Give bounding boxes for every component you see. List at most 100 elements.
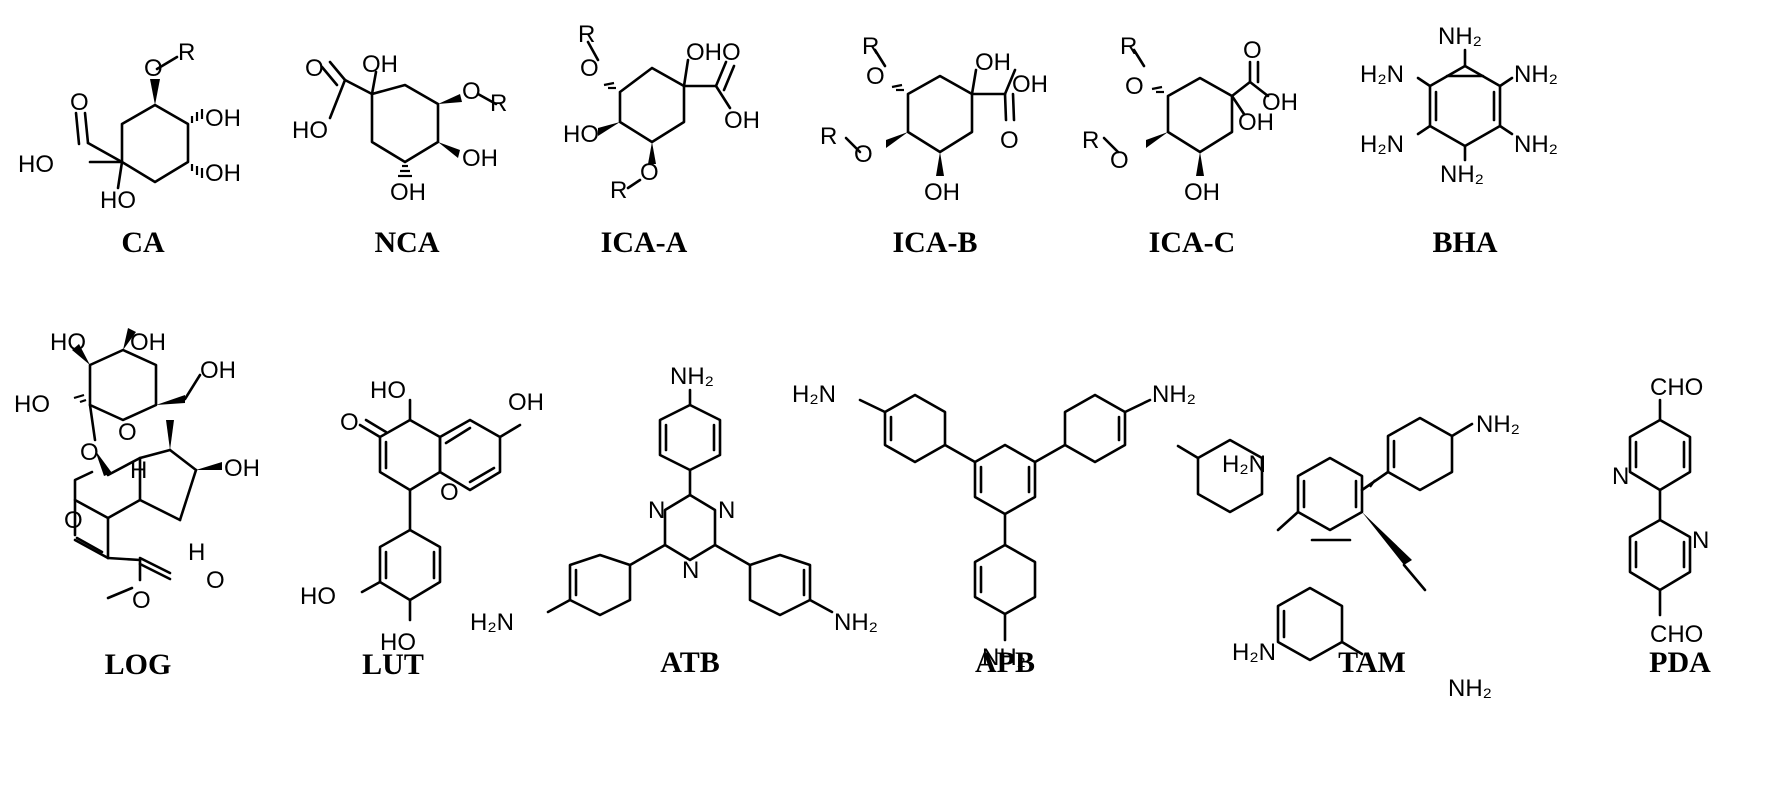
structure-ica-a: R O OH O OH HO O R ICA-A <box>563 21 760 259</box>
atom-r: R <box>820 123 837 150</box>
label-ica-a: ICA-A <box>601 226 688 259</box>
atom-nh2: NH₂ <box>834 609 878 636</box>
atom-nh2: NH₂ <box>1448 675 1492 702</box>
atom-o: O <box>854 141 873 168</box>
atom-o: O <box>866 63 885 90</box>
atom-oh: OH <box>1184 179 1220 206</box>
atom-cho: CHO <box>1650 621 1703 648</box>
structure-lut: HO O OH O HO HO LUT <box>300 377 544 681</box>
atom-h2n: H₂N <box>470 609 514 636</box>
atom-o: O <box>340 409 359 436</box>
atom-h2n: H₂N <box>792 381 836 408</box>
atom-nh2: NH₂ <box>1514 61 1558 88</box>
atom-oh: OH <box>390 179 426 206</box>
atom-cho: CHO <box>1650 374 1703 401</box>
label-bha: BHA <box>1432 226 1497 259</box>
atom-nh2: NH₂ <box>1514 131 1558 158</box>
atom-nh2: NH₂ <box>1476 411 1520 438</box>
atom-h: H <box>188 539 205 566</box>
atom-r: R <box>1120 33 1137 60</box>
atom-nh2: NH₂ <box>982 644 1026 671</box>
atom-oh: OH <box>130 329 166 356</box>
label-log: LOG <box>105 648 172 681</box>
structure-log: HO OH OH HO O O H OH O H O O LOG <box>14 328 260 681</box>
label-atb: ATB <box>660 646 719 679</box>
atom-oh: OH <box>362 51 398 78</box>
atom-ho: HO <box>292 117 328 144</box>
atom-nh2: NH₂ <box>1152 381 1196 408</box>
atom-o: O <box>722 39 741 66</box>
atom-n: N <box>648 497 665 524</box>
atom-h2n: H₂N <box>1232 639 1276 666</box>
atom-h2n: H₂N <box>1222 451 1266 478</box>
structure-bha: NH₂ NH₂ NH₂ NH₂ H₂N H₂N BHA <box>1360 23 1558 259</box>
atom-oh: OH <box>975 49 1011 76</box>
atom-oh: OH <box>462 145 498 172</box>
atom-n: N <box>1692 527 1709 554</box>
atom-h2n: H₂N <box>1360 131 1404 158</box>
atom-o: O <box>64 507 83 534</box>
atom-h: H <box>130 457 147 484</box>
atom-nh2: NH₂ <box>1438 23 1482 50</box>
atom-n: N <box>1612 463 1629 490</box>
atom-n: N <box>718 497 735 524</box>
atom-o: O <box>132 587 151 614</box>
label-ica-c: ICA-C <box>1149 226 1236 259</box>
atom-ho: HO <box>300 583 336 610</box>
structure-ca: O R O HO HO OH OH CA <box>18 39 241 259</box>
label-nca: NCA <box>375 226 440 259</box>
structure-nca: OH O HO O R OH OH NCA <box>292 51 507 259</box>
atom-oh: OH <box>1238 109 1274 136</box>
structure-ica-b: R O OH OH O R O OH ICA-B <box>820 33 1048 259</box>
atom-oh: OH <box>205 105 241 132</box>
atom-r: R <box>490 90 507 117</box>
structure-apb: H₂N NH₂ NH₂ APB <box>792 381 1196 679</box>
atom-oh: OH <box>508 389 544 416</box>
atom-oh: OH <box>686 39 722 66</box>
structure-atb: NH₂ N N N H₂N NH₂ ATB <box>470 363 878 679</box>
atom-o: O <box>580 55 599 82</box>
atom-o: O <box>462 78 481 105</box>
atom-h2n: H₂N <box>1360 61 1404 88</box>
atom-o: O <box>1125 73 1144 100</box>
atom-o: O <box>1243 37 1262 64</box>
atom-ho: HO <box>380 629 416 656</box>
atom-o: O <box>144 55 163 82</box>
atom-oh: OH <box>200 357 236 384</box>
label-ca: CA <box>121 226 165 259</box>
atom-ho: HO <box>14 391 50 418</box>
atom-oh: OH <box>1262 89 1298 116</box>
atom-oh: OH <box>1012 71 1048 98</box>
atom-nh2: NH₂ <box>1440 161 1484 188</box>
label-apb: APB <box>975 646 1035 679</box>
label-tam: TAM <box>1338 646 1406 679</box>
atom-ho: HO <box>563 121 599 148</box>
atom-o: O <box>80 439 99 466</box>
structure-ica-c: R O O OH OH R O OH ICA-C <box>1082 33 1298 259</box>
structure-tam: NH₂ H₂N H₂N NH₂ TAM <box>1176 411 1520 702</box>
atom-r: R <box>178 39 195 66</box>
atom-ho: HO <box>370 377 406 404</box>
atom-o: O <box>440 479 459 506</box>
atom-r: R <box>610 177 627 204</box>
atom-o: O <box>118 419 137 446</box>
atom-oh: OH <box>924 179 960 206</box>
atom-o: O <box>70 89 89 116</box>
atom-o: O <box>206 567 225 594</box>
atom-o: O <box>640 159 659 186</box>
atom-n: N <box>682 557 699 584</box>
atom-o: O <box>1000 127 1019 154</box>
atom-oh: OH <box>724 107 760 134</box>
atom-o: O <box>1110 147 1129 174</box>
atom-r: R <box>862 33 879 60</box>
atom-ho: HO <box>100 187 136 214</box>
atom-nh2: NH₂ <box>670 363 714 390</box>
atom-r: R <box>1082 127 1099 154</box>
atom-ho: HO <box>50 329 86 356</box>
label-pda: PDA <box>1649 646 1711 679</box>
atom-ho: HO <box>18 151 54 178</box>
atom-o: O <box>305 55 324 82</box>
structure-pda: CHO N N CHO PDA <box>1612 374 1711 679</box>
